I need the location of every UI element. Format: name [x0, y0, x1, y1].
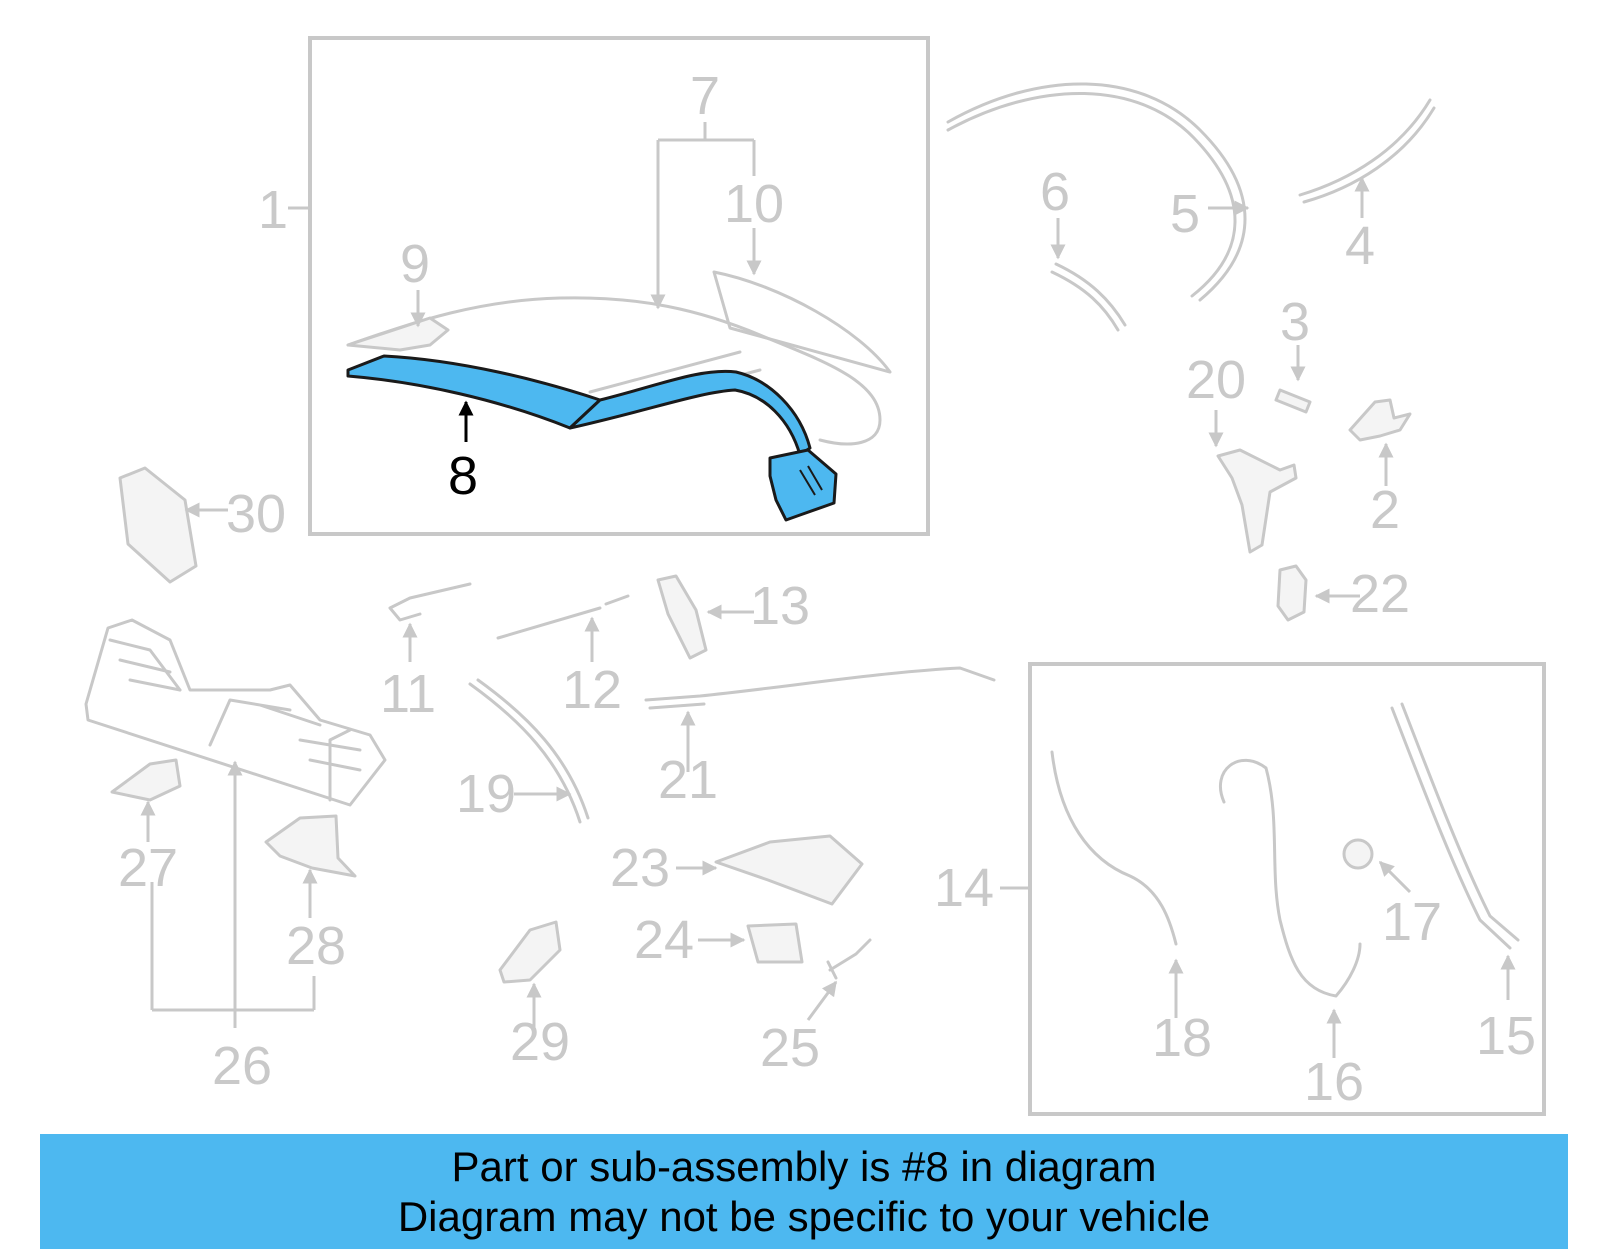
part-9-mesh [346, 316, 450, 352]
callout-19: 19 [456, 764, 516, 824]
part-4-strip [1298, 98, 1432, 197]
callout-25: 25 [760, 1018, 820, 1078]
part-11-lever [388, 582, 472, 622]
callout-23: 23 [610, 838, 670, 898]
part-18-harness [1050, 750, 1178, 946]
callout-27: 27 [118, 838, 178, 898]
callout-17: 17 [1382, 892, 1442, 952]
callout-29: 29 [510, 1012, 570, 1072]
part-12-rod [496, 594, 630, 640]
callout-20: 20 [1186, 350, 1246, 410]
callout-18: 18 [1152, 1008, 1212, 1068]
part-5-seal [946, 82, 1247, 302]
part-28-bracket [264, 814, 357, 878]
callout-10: 10 [724, 174, 784, 234]
part-22-clip [1276, 564, 1308, 622]
part-26-frame [84, 618, 387, 807]
callout-12: 12 [562, 660, 622, 720]
callout-1: 1 [258, 180, 288, 240]
callout-16: 16 [1304, 1052, 1364, 1112]
callout-3: 3 [1280, 292, 1310, 352]
part-8-highlighted [346, 354, 838, 522]
callout-6: 6 [1040, 162, 1070, 222]
callout-15: 15 [1476, 1006, 1536, 1066]
callout-26: 26 [212, 1036, 272, 1096]
part-10-window [712, 270, 892, 374]
part-23-cover [714, 834, 864, 906]
part-25-fastener [826, 938, 872, 980]
callout-30: 30 [226, 484, 286, 544]
banner-line-2: Diagram may not be specific to your vehi… [397, 1193, 1211, 1240]
part-13-plate [656, 574, 708, 660]
assembly-box-1 [308, 36, 930, 536]
callout-22: 22 [1350, 564, 1410, 624]
part-24-bracket [746, 922, 804, 964]
part-21-cable [644, 666, 996, 702]
part-16-harness [1218, 758, 1362, 998]
callout-28: 28 [286, 916, 346, 976]
callout-21: 21 [658, 750, 718, 810]
part-30-cushion [118, 466, 198, 584]
callout-7: 7 [690, 66, 720, 126]
part-17-grommet [1342, 838, 1374, 870]
callout-24: 24 [634, 910, 694, 970]
part-19-strip [468, 682, 582, 824]
callout-14: 14 [934, 858, 994, 918]
banner-line-1: Part or sub-assembly is #8 in diagram [451, 1143, 1157, 1190]
part-29-latch [498, 920, 562, 984]
part-20-motor [1216, 448, 1298, 554]
part-2-bracket [1348, 398, 1412, 442]
callout-9: 9 [400, 234, 430, 294]
callout-8: 8 [448, 446, 478, 506]
callout-11: 11 [380, 664, 436, 724]
callout-4: 4 [1345, 216, 1375, 276]
callout-2: 2 [1370, 480, 1400, 540]
callout-13: 13 [750, 576, 810, 636]
info-banner: Part or sub-assembly is #8 in diagram Di… [40, 1134, 1568, 1249]
part-3-pin [1274, 388, 1312, 414]
part-6-strip [1054, 262, 1127, 327]
part-15-strip [1390, 706, 1512, 950]
part-27-bracket [110, 758, 182, 802]
callout-5: 5 [1170, 184, 1200, 244]
